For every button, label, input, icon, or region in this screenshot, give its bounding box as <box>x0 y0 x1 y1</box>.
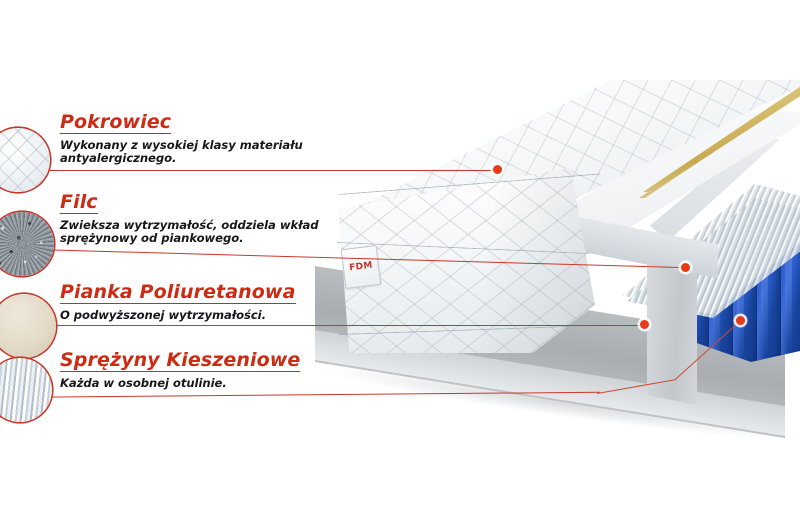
quilted-fabric-texture <box>0 128 50 192</box>
feature-description-filc: Zwieksza wytrzymałość, oddziela wkład sp… <box>60 218 319 246</box>
feature-description-pianka: O podwyższonej wytrzymałości. <box>60 308 266 322</box>
felt-swatch <box>0 212 54 276</box>
feature-block-filc: Filc Zwieksza wytrzymałość, oddziela wkł… <box>60 191 319 246</box>
quilted-fabric-swatch <box>0 128 50 192</box>
feature-description-sprezyny: Każda w osobnej otulinie. <box>60 376 227 390</box>
foam-swatch <box>0 294 56 358</box>
felt-texture <box>0 212 54 276</box>
pocket-spring-texture <box>0 358 52 422</box>
feature-heading-sprezyny: Sprężyny Kieszeniowe <box>60 349 301 372</box>
mattress-cutaway-illustration: FDM <box>255 72 800 452</box>
feature-block-sprezyny: Sprężyny Kieszeniowe Każda w osobnej otu… <box>60 349 301 390</box>
leader-dot-sprezyny <box>736 316 745 325</box>
foam-texture <box>0 294 56 358</box>
brand-label: FDM <box>340 244 382 290</box>
feature-heading-pokrowiec: Pokrowiec <box>60 111 172 134</box>
leader-dot-filc <box>681 263 690 272</box>
feature-description-pokrowiec: Wykonany z wysokiej klasy materiału anty… <box>60 138 303 166</box>
leader-line-pianka <box>0 325 645 326</box>
brand-label-text: FDM <box>348 260 374 274</box>
feature-block-pianka: Pianka Poliuretanowa O podwyższonej wytr… <box>60 282 296 322</box>
leader-dot-pokrowiec <box>493 165 502 174</box>
feature-heading-pianka: Pianka Poliuretanowa <box>60 281 296 304</box>
leader-dot-pianka <box>640 320 649 329</box>
feature-heading-filc: Filc <box>60 191 98 214</box>
leader-line-pokrowiec <box>0 170 498 171</box>
feature-block-pokrowiec: Pokrowiec Wykonany z wysokiej klasy mate… <box>60 112 303 166</box>
pocket-spring-swatch <box>0 358 52 422</box>
